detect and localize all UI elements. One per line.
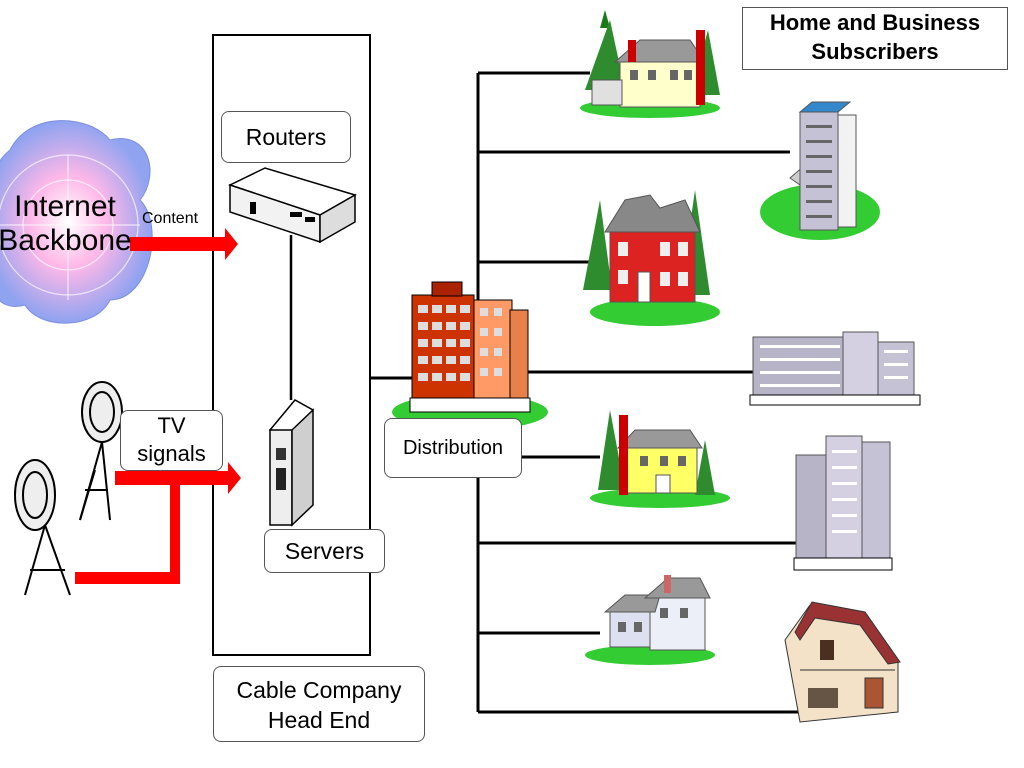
house-icon [580, 10, 720, 118]
house-icon [583, 190, 720, 326]
headend-label-line1: Cable Company [236, 677, 402, 703]
office-building-icon [749, 331, 921, 406]
satellite-dish-icon [79, 381, 123, 521]
tv-label-line2: signals [137, 441, 206, 466]
content-label: Content [142, 210, 199, 227]
subscribers-title-box: Home and Business Subscribers [742, 7, 1008, 70]
house-icon [590, 410, 730, 508]
satellite-dish-icon [14, 459, 71, 596]
office-tower-icon [760, 101, 880, 240]
headend-label-line2: Head End [267, 707, 371, 733]
distribution-building-icon [392, 281, 548, 430]
internet-label-line2: Backbone [0, 224, 132, 257]
tv-signal-arrow [75, 462, 241, 584]
tv-label-line1: TV [157, 413, 186, 438]
distribution-label: Distribution [384, 418, 522, 478]
servers-label: Servers [264, 529, 385, 573]
internet-backbone-label: Internet Backbone [0, 190, 160, 258]
server-icon [268, 399, 315, 527]
headend-label: Cable Company Head End [213, 666, 425, 742]
headend-box [212, 34, 371, 656]
subscribers-title-line2: Subscribers [811, 39, 939, 64]
tv-signals-label: TV signals [120, 410, 223, 471]
internet-label-line1: Internet [14, 190, 116, 223]
router-icon [228, 167, 357, 244]
cutaway-house-icon [784, 601, 901, 723]
internet-cloud-icon [0, 120, 153, 324]
subscribers-title-line1: Home and Business [769, 10, 981, 35]
routers-label: Routers [221, 111, 351, 163]
office-tower-icon [793, 435, 893, 571]
content-arrow [130, 228, 238, 260]
house-icon [585, 575, 715, 665]
